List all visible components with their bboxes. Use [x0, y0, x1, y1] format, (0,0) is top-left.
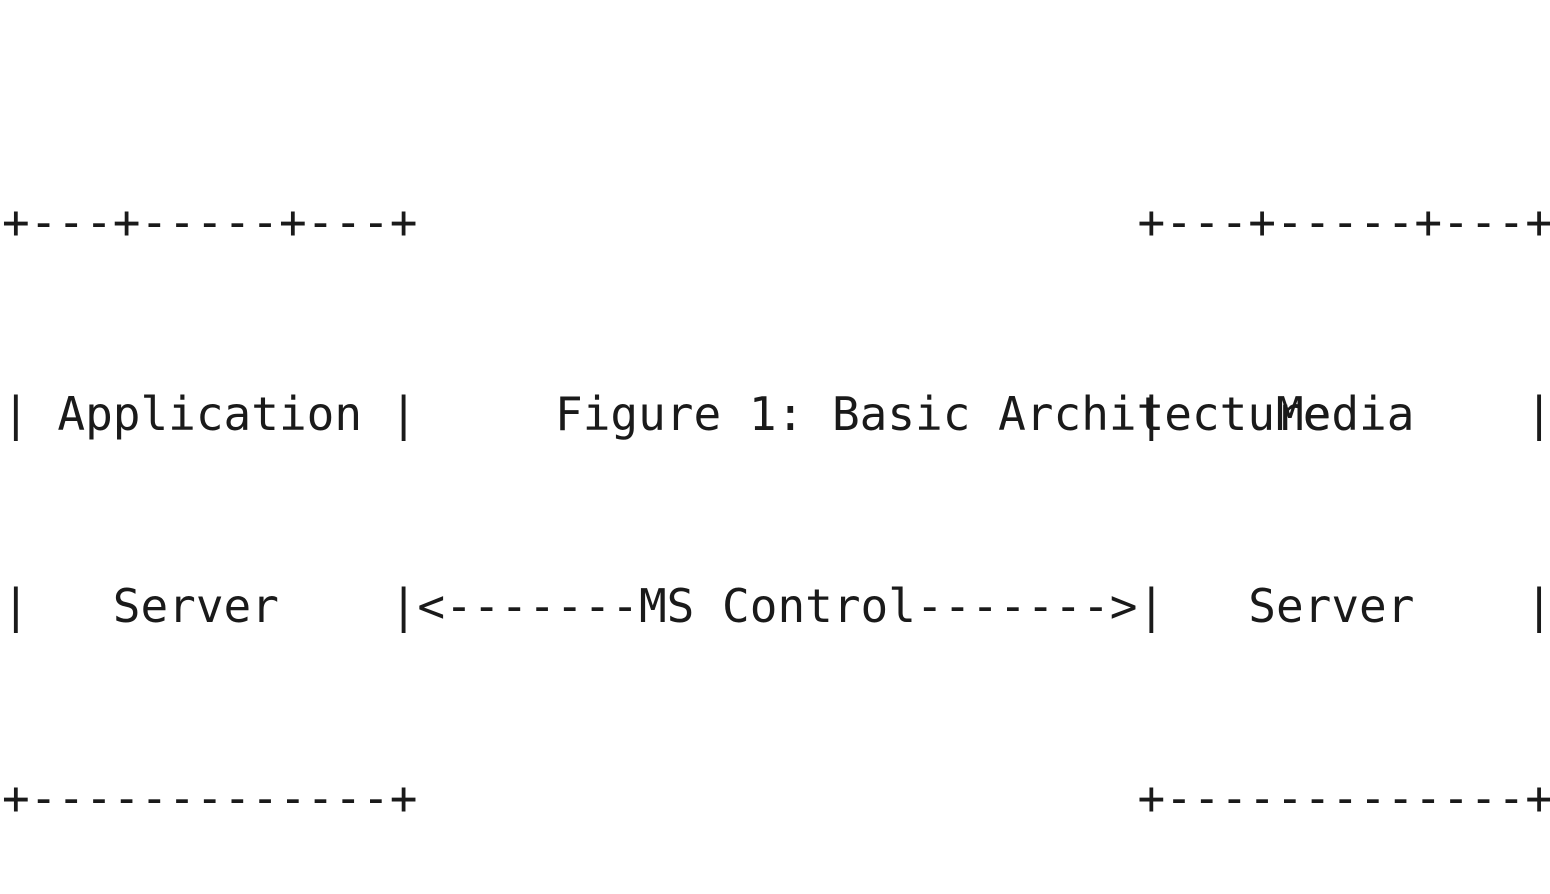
ascii-architecture-diagram: +---+-----+---+ +---+-----+---+ | Applic…	[2, 62, 1550, 894]
figure-caption: Figure 1: Basic Architecture	[555, 387, 1331, 441]
diagram-line-bottom-border: +-------------+ +-------------+	[2, 771, 1550, 825]
diagram-line-node-labels: | Application | | Media |	[2, 387, 1550, 441]
diagram-line-connection: | Server |<-------MS Control------->| Se…	[2, 579, 1550, 633]
diagram-line-top-border: +---+-----+---+ +---+-----+---+	[2, 195, 1550, 249]
